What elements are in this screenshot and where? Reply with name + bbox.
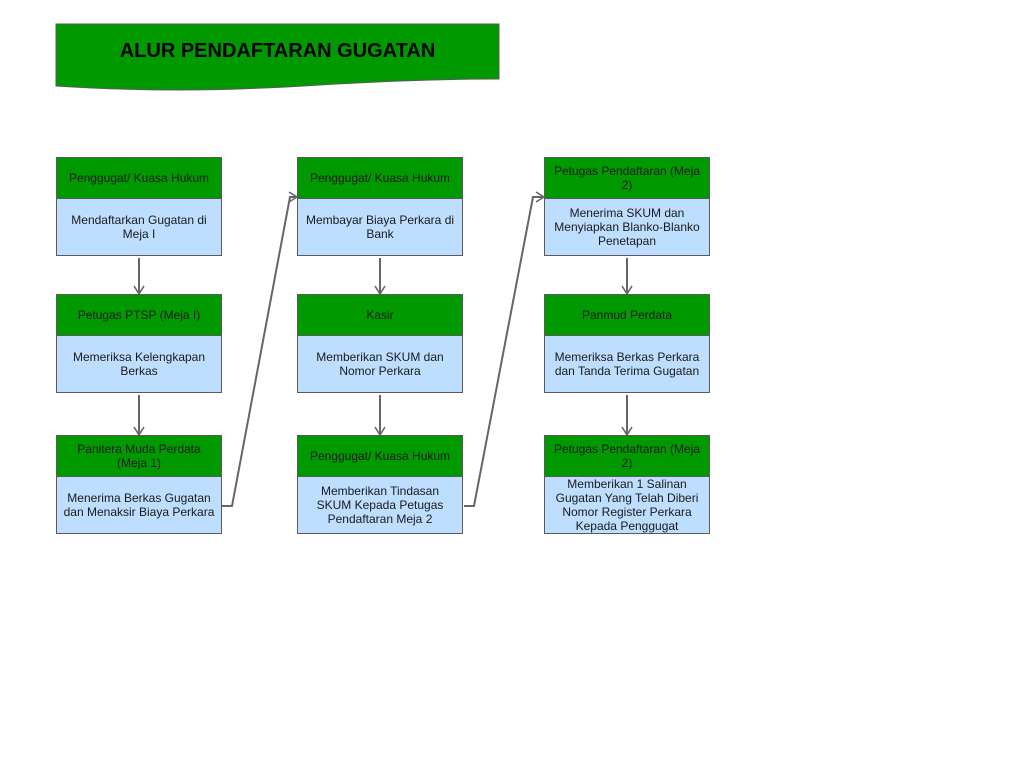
step-5-action: Memberikan SKUM dan Nomor Perkara [297,335,463,393]
step-box-8: Panmud Perdata Memeriksa Berkas Perkara … [544,294,710,393]
step-9-actor: Petugas Pendaftaran (Meja 2) [544,435,710,477]
step-7-actor: Petugas Pendaftaran (Meja 2) [544,157,710,199]
step-box-3: Panitera Muda Perdata (Meja 1) Menerima … [56,435,222,534]
step-box-1: Penggugat/ Kuasa Hukum Mendaftarkan Guga… [56,157,222,256]
step-1-actor: Penggugat/ Kuasa Hukum [56,157,222,199]
step-box-5: Kasir Memberikan SKUM dan Nomor Perkara [297,294,463,393]
step-8-actor: Panmud Perdata [544,294,710,336]
step-2-actor: Petugas PTSP (Meja I) [56,294,222,336]
step-3-actor: Panitera Muda Perdata (Meja 1) [56,435,222,477]
step-9-action: Memberikan 1 Salinan Gugatan Yang Telah … [544,476,710,534]
step-5-actor: Kasir [297,294,463,336]
step-3-action: Menerima Berkas Gugatan dan Menaksir Bia… [56,476,222,534]
title-banner [55,23,500,91]
step-6-action: Memberikan Tindasan SKUM Kepada Petugas … [297,476,463,534]
step-box-7: Petugas Pendaftaran (Meja 2) Menerima SK… [544,157,710,256]
step-box-4: Penggugat/ Kuasa Hukum Membayar Biaya Pe… [297,157,463,256]
step-box-9: Petugas Pendaftaran (Meja 2) Memberikan … [544,435,710,534]
arrow-3-4 [222,191,299,507]
step-1-action: Mendaftarkan Gugatan di Meja I [56,198,222,256]
step-8-action: Memeriksa Berkas Perkara dan Tanda Terim… [544,335,710,393]
step-7-action: Menerima SKUM dan Menyiapkan Blanko-Blan… [544,198,710,256]
step-6-actor: Penggugat/ Kuasa Hukum [297,435,463,477]
step-4-action: Membayar Biaya Perkara di Bank [297,198,463,256]
step-box-2: Petugas PTSP (Meja I) Memeriksa Kelengka… [56,294,222,393]
step-4-actor: Penggugat/ Kuasa Hukum [297,157,463,199]
step-2-action: Memeriksa Kelengkapan Berkas [56,335,222,393]
step-box-6: Penggugat/ Kuasa Hukum Memberikan Tindas… [297,435,463,534]
arrow-6-7 [464,191,546,507]
page-title: ALUR PENDAFTARAN GUGATAN [119,39,436,62]
